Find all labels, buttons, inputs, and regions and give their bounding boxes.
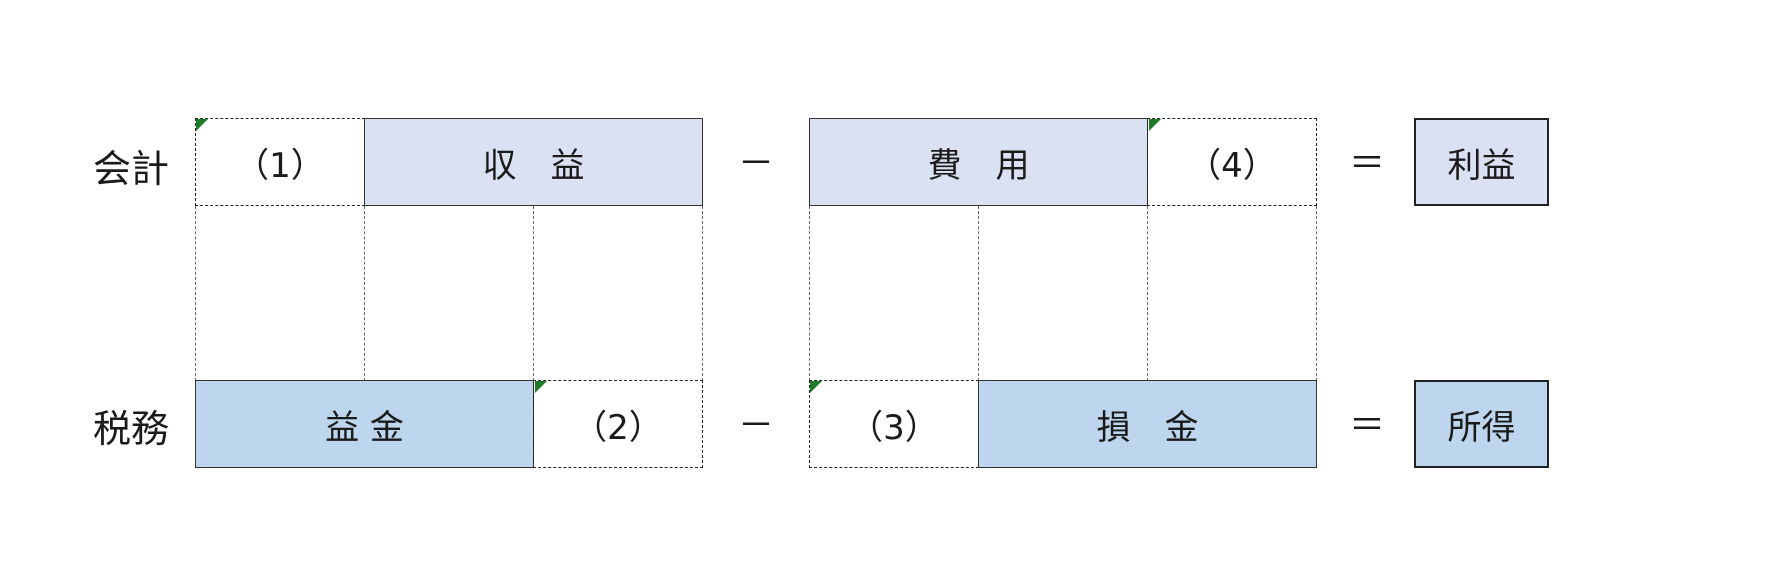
right-connector-line-3	[1147, 206, 1148, 381]
left-connector-line-1	[195, 206, 196, 381]
cell-4-label: （4）	[1187, 145, 1277, 186]
cell-3-marker-icon	[810, 381, 822, 393]
revenue-label: 収 益	[482, 145, 585, 186]
profit-result-box: 利益	[1414, 118, 1549, 206]
left-connector-line-2	[364, 206, 365, 381]
minus-accounting: －	[738, 143, 775, 184]
left-connector-line-3	[533, 206, 534, 381]
cell-2-box: （2）	[533, 380, 703, 468]
expense-label: 費 用	[927, 145, 1030, 186]
equals-accounting: ＝	[1349, 143, 1386, 184]
income-result-label: 所得	[1447, 407, 1516, 448]
equals-tax: ＝	[1349, 405, 1386, 446]
cell-2-label: （2）	[573, 407, 663, 448]
cell-1-label: （1）	[235, 145, 325, 186]
right-connector-line-2	[978, 206, 979, 381]
cell-4-box: （4）	[1147, 118, 1317, 206]
cell-2-marker-icon	[535, 381, 547, 393]
right-connector-line-4	[1316, 206, 1317, 381]
expense-box: 費 用	[809, 118, 1148, 206]
cell-1-box: （1）	[195, 118, 365, 206]
row-label-accounting: 会計	[93, 147, 170, 191]
minus-tax: －	[738, 405, 775, 446]
left-connector-line-4	[702, 206, 703, 381]
income-result-box: 所得	[1414, 380, 1549, 468]
cell-1-marker-icon	[196, 119, 208, 131]
cell-3-label: （3）	[849, 407, 939, 448]
eki-kin-label: 益 金	[325, 407, 404, 448]
profit-result-label: 利益	[1447, 145, 1516, 186]
right-connector-line-1	[809, 206, 810, 381]
cell-4-marker-icon	[1149, 119, 1161, 131]
son-kin-box: 損 金	[978, 380, 1317, 468]
revenue-box: 収 益	[364, 118, 703, 206]
cell-3-box: （3）	[809, 380, 979, 468]
eki-kin-box: 益 金	[195, 380, 534, 468]
row-label-tax: 税務	[93, 407, 170, 451]
son-kin-label: 損 金	[1096, 407, 1199, 448]
